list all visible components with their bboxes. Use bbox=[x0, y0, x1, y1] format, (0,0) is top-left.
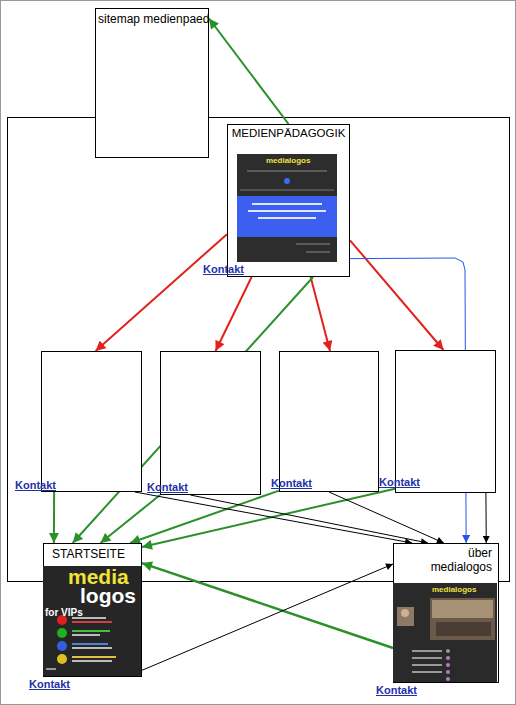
screenshot-dot bbox=[446, 656, 450, 660]
screenshot-dot bbox=[57, 628, 67, 638]
screenshot-portrait bbox=[401, 609, 409, 617]
page-box: über medialogosKontakt bbox=[393, 543, 499, 683]
page-box: Kontakt bbox=[41, 351, 142, 492]
screenshot-text-line bbox=[258, 217, 316, 219]
sitemap-box: sitemap medienpaed bbox=[95, 8, 209, 158]
screenshot-text-line bbox=[72, 643, 108, 645]
screenshot-text-line bbox=[296, 244, 330, 245]
screenshot-text-line bbox=[72, 634, 100, 636]
box-title: STARTSEITE bbox=[52, 547, 125, 561]
screenshot-panel bbox=[237, 196, 337, 237]
screenshot-text-line bbox=[72, 647, 112, 649]
page-screenshot bbox=[393, 583, 497, 682]
screenshot-dot bbox=[57, 654, 67, 664]
page-box: Kontakt bbox=[160, 351, 261, 495]
screenshot-dot bbox=[57, 615, 67, 625]
page-box: MEDIENPÄDAGOGIKKontakt bbox=[227, 124, 350, 277]
screenshot-text-line bbox=[252, 203, 322, 205]
box-title: MEDIENPÄDAGOGIK bbox=[228, 126, 349, 140]
box-title: sitemap medienpaed bbox=[98, 12, 209, 26]
screenshot-text-line bbox=[412, 650, 442, 652]
contact-link: Kontakt bbox=[147, 481, 188, 494]
screenshot-text-line bbox=[306, 252, 330, 253]
connector-arrow bbox=[190, 495, 428, 543]
screenshot-text-line bbox=[247, 171, 327, 172]
contact-link: Kontakt bbox=[379, 476, 420, 489]
screenshot-text-line bbox=[72, 617, 106, 619]
screenshot-text-line bbox=[72, 630, 110, 632]
connector-arrow bbox=[142, 563, 393, 648]
screenshot-text-line bbox=[72, 621, 112, 623]
contact-link: Kontakt bbox=[271, 477, 312, 490]
screenshot-text-line bbox=[46, 668, 56, 670]
screenshot-photo bbox=[436, 622, 491, 636]
connector-arrow bbox=[329, 492, 444, 543]
screenshot-text-line bbox=[412, 664, 442, 666]
connector-arrow bbox=[96, 234, 227, 351]
screenshot-dot bbox=[446, 670, 450, 674]
page-box: STARTSEITEKontakt bbox=[43, 543, 142, 677]
connector-arrow bbox=[142, 489, 395, 547]
connector-arrow bbox=[130, 491, 279, 543]
connector-arrow bbox=[485, 493, 486, 543]
connector-arrow bbox=[135, 492, 412, 543]
contact-link: Kontakt bbox=[29, 678, 70, 691]
screenshot-dot bbox=[284, 178, 290, 184]
screenshot-dot bbox=[446, 649, 450, 653]
page-box: Kontakt bbox=[279, 351, 379, 492]
connector-arrow bbox=[350, 240, 443, 350]
contact-link: Kontakt bbox=[203, 263, 244, 276]
screenshot-portrait bbox=[397, 607, 414, 626]
screenshot-dot bbox=[57, 641, 67, 651]
page-screenshot bbox=[43, 566, 141, 676]
screenshot-dot bbox=[446, 663, 450, 667]
screenshot-photo bbox=[432, 600, 493, 618]
contact-link: Kontakt bbox=[15, 479, 56, 492]
connector-arrow bbox=[53, 492, 55, 543]
connector-arrow bbox=[209, 19, 289, 125]
screenshot-text-line bbox=[72, 656, 116, 658]
page-box: Kontakt bbox=[395, 350, 496, 493]
screenshot-text-line bbox=[412, 671, 442, 673]
screenshot-dot bbox=[446, 677, 450, 681]
connector-arrow bbox=[216, 277, 252, 351]
connector-arrow bbox=[142, 564, 393, 670]
connector-arrow bbox=[311, 277, 330, 351]
screenshot-text-line bbox=[72, 660, 112, 662]
contact-link: Kontakt bbox=[376, 684, 417, 697]
screenshot-photo bbox=[430, 598, 495, 640]
page-screenshot bbox=[237, 154, 337, 262]
screenshot-text-line bbox=[412, 657, 442, 659]
screenshot-text-line bbox=[248, 210, 326, 212]
site-area-frame bbox=[8, 118, 510, 582]
screenshot-text-line bbox=[240, 190, 334, 191]
box-title: über medialogos bbox=[418, 546, 492, 574]
